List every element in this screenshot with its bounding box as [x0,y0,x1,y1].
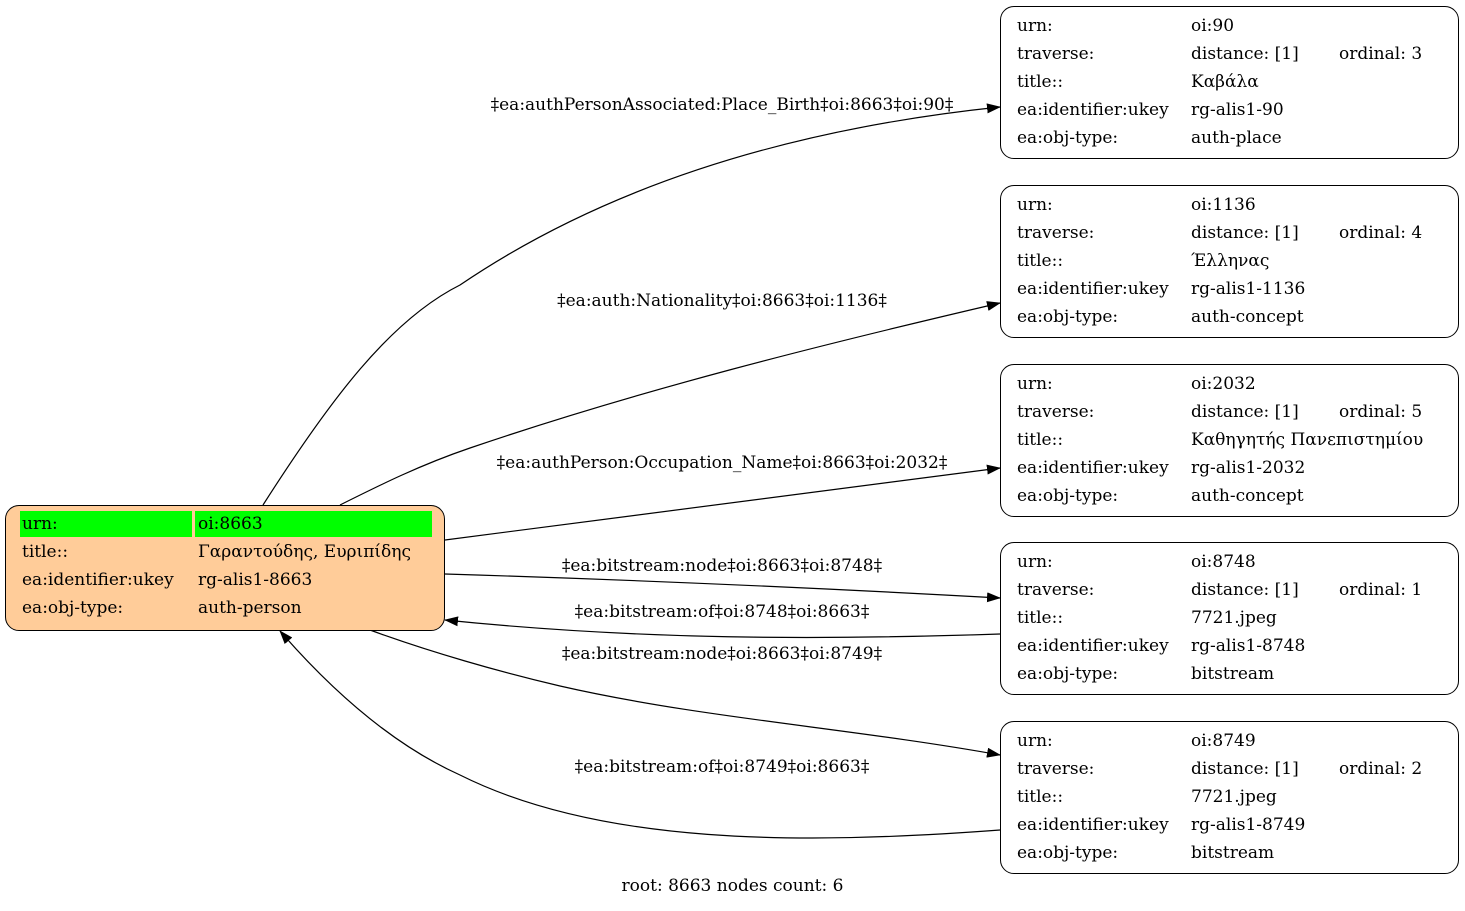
field-value: distance: [1] [1191,580,1299,600]
field-value: oi:8748 [1191,552,1256,572]
edge-nationality[interactable] [339,301,1001,506]
edge-label: ‡ea:auth:Nationality‡oi:8663‡oi:1136‡ [557,291,887,311]
edge-label: ‡ea:bitstream:of‡oi:8748‡oi:8663‡ [575,602,870,622]
field-key: traverse: [1017,223,1095,243]
node-oi-1136[interactable]: urn: oi:1136 traverse: distance: [1] ordina… [1000,185,1459,338]
field-key: ea:identifier:ukey [1017,636,1169,656]
field-key: title:: [1017,608,1064,628]
field-key: traverse: [1017,402,1095,422]
edge-bitstream-of-8748[interactable] [444,616,1001,639]
field-key: title:: [22,542,69,562]
edge-place-birth[interactable] [262,103,1001,506]
field-key: ea:obj-type: [22,598,124,618]
field-value: distance: [1] [1191,223,1299,243]
field-key: title:: [1017,787,1064,807]
field-value: rg-alis1-8748 [1191,636,1306,656]
field-key: urn: [1017,16,1053,36]
urn-key-highlight [20,511,192,537]
edge-bitstream-of-8749[interactable] [279,630,1001,839]
field-key: ea:obj-type: [1017,128,1119,148]
field-key: ea:identifier:ukey [1017,279,1169,299]
field-key: urn: [22,514,58,534]
field-value: 7721.jpeg [1191,787,1277,807]
field-key: ea:obj-type: [1017,664,1119,684]
field-value: Καβάλα [1191,72,1259,92]
field-key: traverse: [1017,44,1095,64]
field-key: ea:obj-type: [1017,486,1119,506]
field-key: ea:obj-type: [1017,307,1119,327]
field-value: oi:90 [1191,16,1235,36]
field-value: bitstream [1191,664,1275,684]
root-field-title: title:: Γαραντούδης, Ευριπίδης [6,540,444,564]
field-value: oi:8663 [198,514,263,534]
field-value: auth-place [1191,128,1282,148]
field-key: traverse: [1017,580,1095,600]
root-field-ukey: ea:identifier:ukey rg-alis1-8663 [6,568,444,592]
field-value: rg-alis1-2032 [1191,458,1306,478]
root-node[interactable]: urn: oi:8663 title:: Γαραντούδης, Ευριπί… [5,505,445,631]
field-value: auth-concept [1191,307,1304,327]
field-key: title:: [1017,72,1064,92]
field-value: bitstream [1191,843,1275,863]
edge-label: ‡ea:authPerson:Occupation_Name‡oi:8663‡o… [497,453,948,473]
field-value: rg-alis1-8663 [198,570,313,590]
field-value: oi:2032 [1191,374,1256,394]
field-key: urn: [1017,731,1053,751]
field-value: auth-person [198,598,302,618]
field-key: traverse: [1017,759,1095,779]
field-value: Γαραντούδης, Ευριπίδης [198,542,411,562]
field-ordinal: ordinal: 3 [1339,44,1423,64]
edge-bitstream-node-8749[interactable] [369,629,1001,758]
root-field-obj-type: ea:obj-type: auth-person [6,596,444,620]
field-value: distance: [1] [1191,402,1299,422]
field-key: title:: [1017,430,1064,450]
node-oi-90[interactable]: urn: oi:90 traverse: distance: [1] ordinal:… [1000,6,1459,159]
field-ordinal: ordinal: 5 [1339,402,1423,422]
node-oi-2032[interactable]: urn: oi:2032 traverse: distance: [1] ordina… [1000,364,1459,517]
field-key: ea:identifier:ukey [1017,815,1169,835]
edge-label: ‡ea:bitstream:of‡oi:8749‡oi:8663‡ [575,757,870,777]
field-key: urn: [1017,552,1053,572]
urn-value-highlight [195,511,432,537]
field-value: oi:1136 [1191,195,1256,215]
field-value: 7721.jpeg [1191,608,1277,628]
field-value: distance: [1] [1191,44,1299,64]
footer-caption: root: 8663 nodes count: 6 [621,876,844,896]
edge-label: ‡ea:bitstream:node‡oi:8663‡oi:8749‡ [562,644,883,664]
edge-occupation[interactable] [444,464,1001,541]
field-value: auth-concept [1191,486,1304,506]
field-key: ea:identifier:ukey [1017,100,1169,120]
field-key: urn: [1017,195,1053,215]
field-value: Έλληνας [1191,251,1270,271]
field-ordinal: ordinal: 2 [1339,759,1423,779]
field-value: rg-alis1-8749 [1191,815,1306,835]
field-key: ea:obj-type: [1017,843,1119,863]
field-key: ea:identifier:ukey [22,570,174,590]
node-oi-8748[interactable]: urn: oi:8748 traverse: distance: [1] ordina… [1000,542,1459,695]
field-key: ea:identifier:ukey [1017,458,1169,478]
field-value: Καθηγητής Πανεπιστημίου [1191,430,1424,450]
field-ordinal: ordinal: 1 [1339,580,1423,600]
edge-label: ‡ea:bitstream:node‡oi:8663‡oi:8748‡ [562,556,883,576]
field-value: rg-alis1-1136 [1191,279,1306,299]
field-value: distance: [1] [1191,759,1299,779]
field-key: urn: [1017,374,1053,394]
node-oi-8749[interactable]: urn: oi:8749 traverse: distance: [1] ordina… [1000,721,1459,874]
field-key: title:: [1017,251,1064,271]
field-value: oi:8749 [1191,731,1256,751]
root-field-urn: urn: oi:8663 [6,511,444,537]
field-value: rg-alis1-90 [1191,100,1284,120]
edge-label: ‡ea:authPersonAssociated:Place_Birth‡oi:… [491,95,954,115]
edge-bitstream-node-8748[interactable] [444,573,1001,603]
field-ordinal: ordinal: 4 [1339,223,1423,243]
